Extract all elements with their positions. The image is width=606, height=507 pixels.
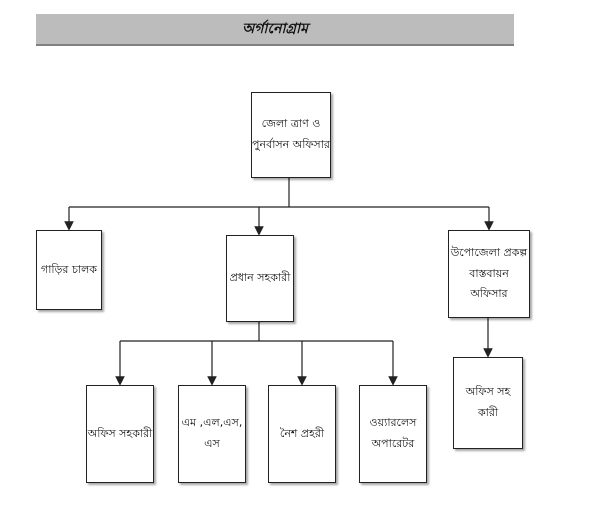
node-mlss: এম ,এল,এস, এস bbox=[178, 385, 246, 483]
node-driver: গাড়ির চালক bbox=[36, 230, 102, 310]
node-label: অফিস সহ কারী bbox=[465, 385, 511, 419]
node-label: উপোজেলা প্রকল্প বাস্তবায়ন অফিসার bbox=[450, 245, 528, 301]
node-label: ওয়্যারলেস অপারেটর bbox=[369, 416, 417, 450]
header-bar: অর্গানোগ্রাম bbox=[36, 14, 514, 46]
node-office-assistant: অফিস সহকারী bbox=[86, 385, 154, 483]
node-label: এম ,এল,এস, এস bbox=[181, 416, 243, 450]
node-office-assistant-2: অফিস সহ কারী bbox=[453, 357, 523, 449]
node-label: গাড়ির চালক bbox=[41, 262, 97, 276]
node-district-officer: জেলা ত্রাণ ও পুনর্বাসন অফিসার bbox=[251, 92, 331, 178]
node-wireless-operator: ওয়্যারলেস অপারেটর bbox=[359, 385, 427, 483]
node-label: নৈশ প্রহরী bbox=[279, 426, 325, 440]
node-upazila-pio: উপোজেলা প্রকল্প বাস্তবায়ন অফিসার bbox=[448, 230, 530, 318]
node-label: অফিস সহকারী bbox=[87, 426, 153, 440]
node-label: জেলা ত্রাণ ও পুনর্বাসন অফিসার bbox=[252, 117, 330, 151]
page-title: অর্গানোগ্রাম bbox=[242, 21, 308, 37]
node-label: প্রধান সহকারী bbox=[229, 271, 291, 285]
node-head-assistant: প্রধান সহকারী bbox=[226, 235, 294, 322]
node-night-guard: নৈশ প্রহরী bbox=[268, 385, 336, 483]
